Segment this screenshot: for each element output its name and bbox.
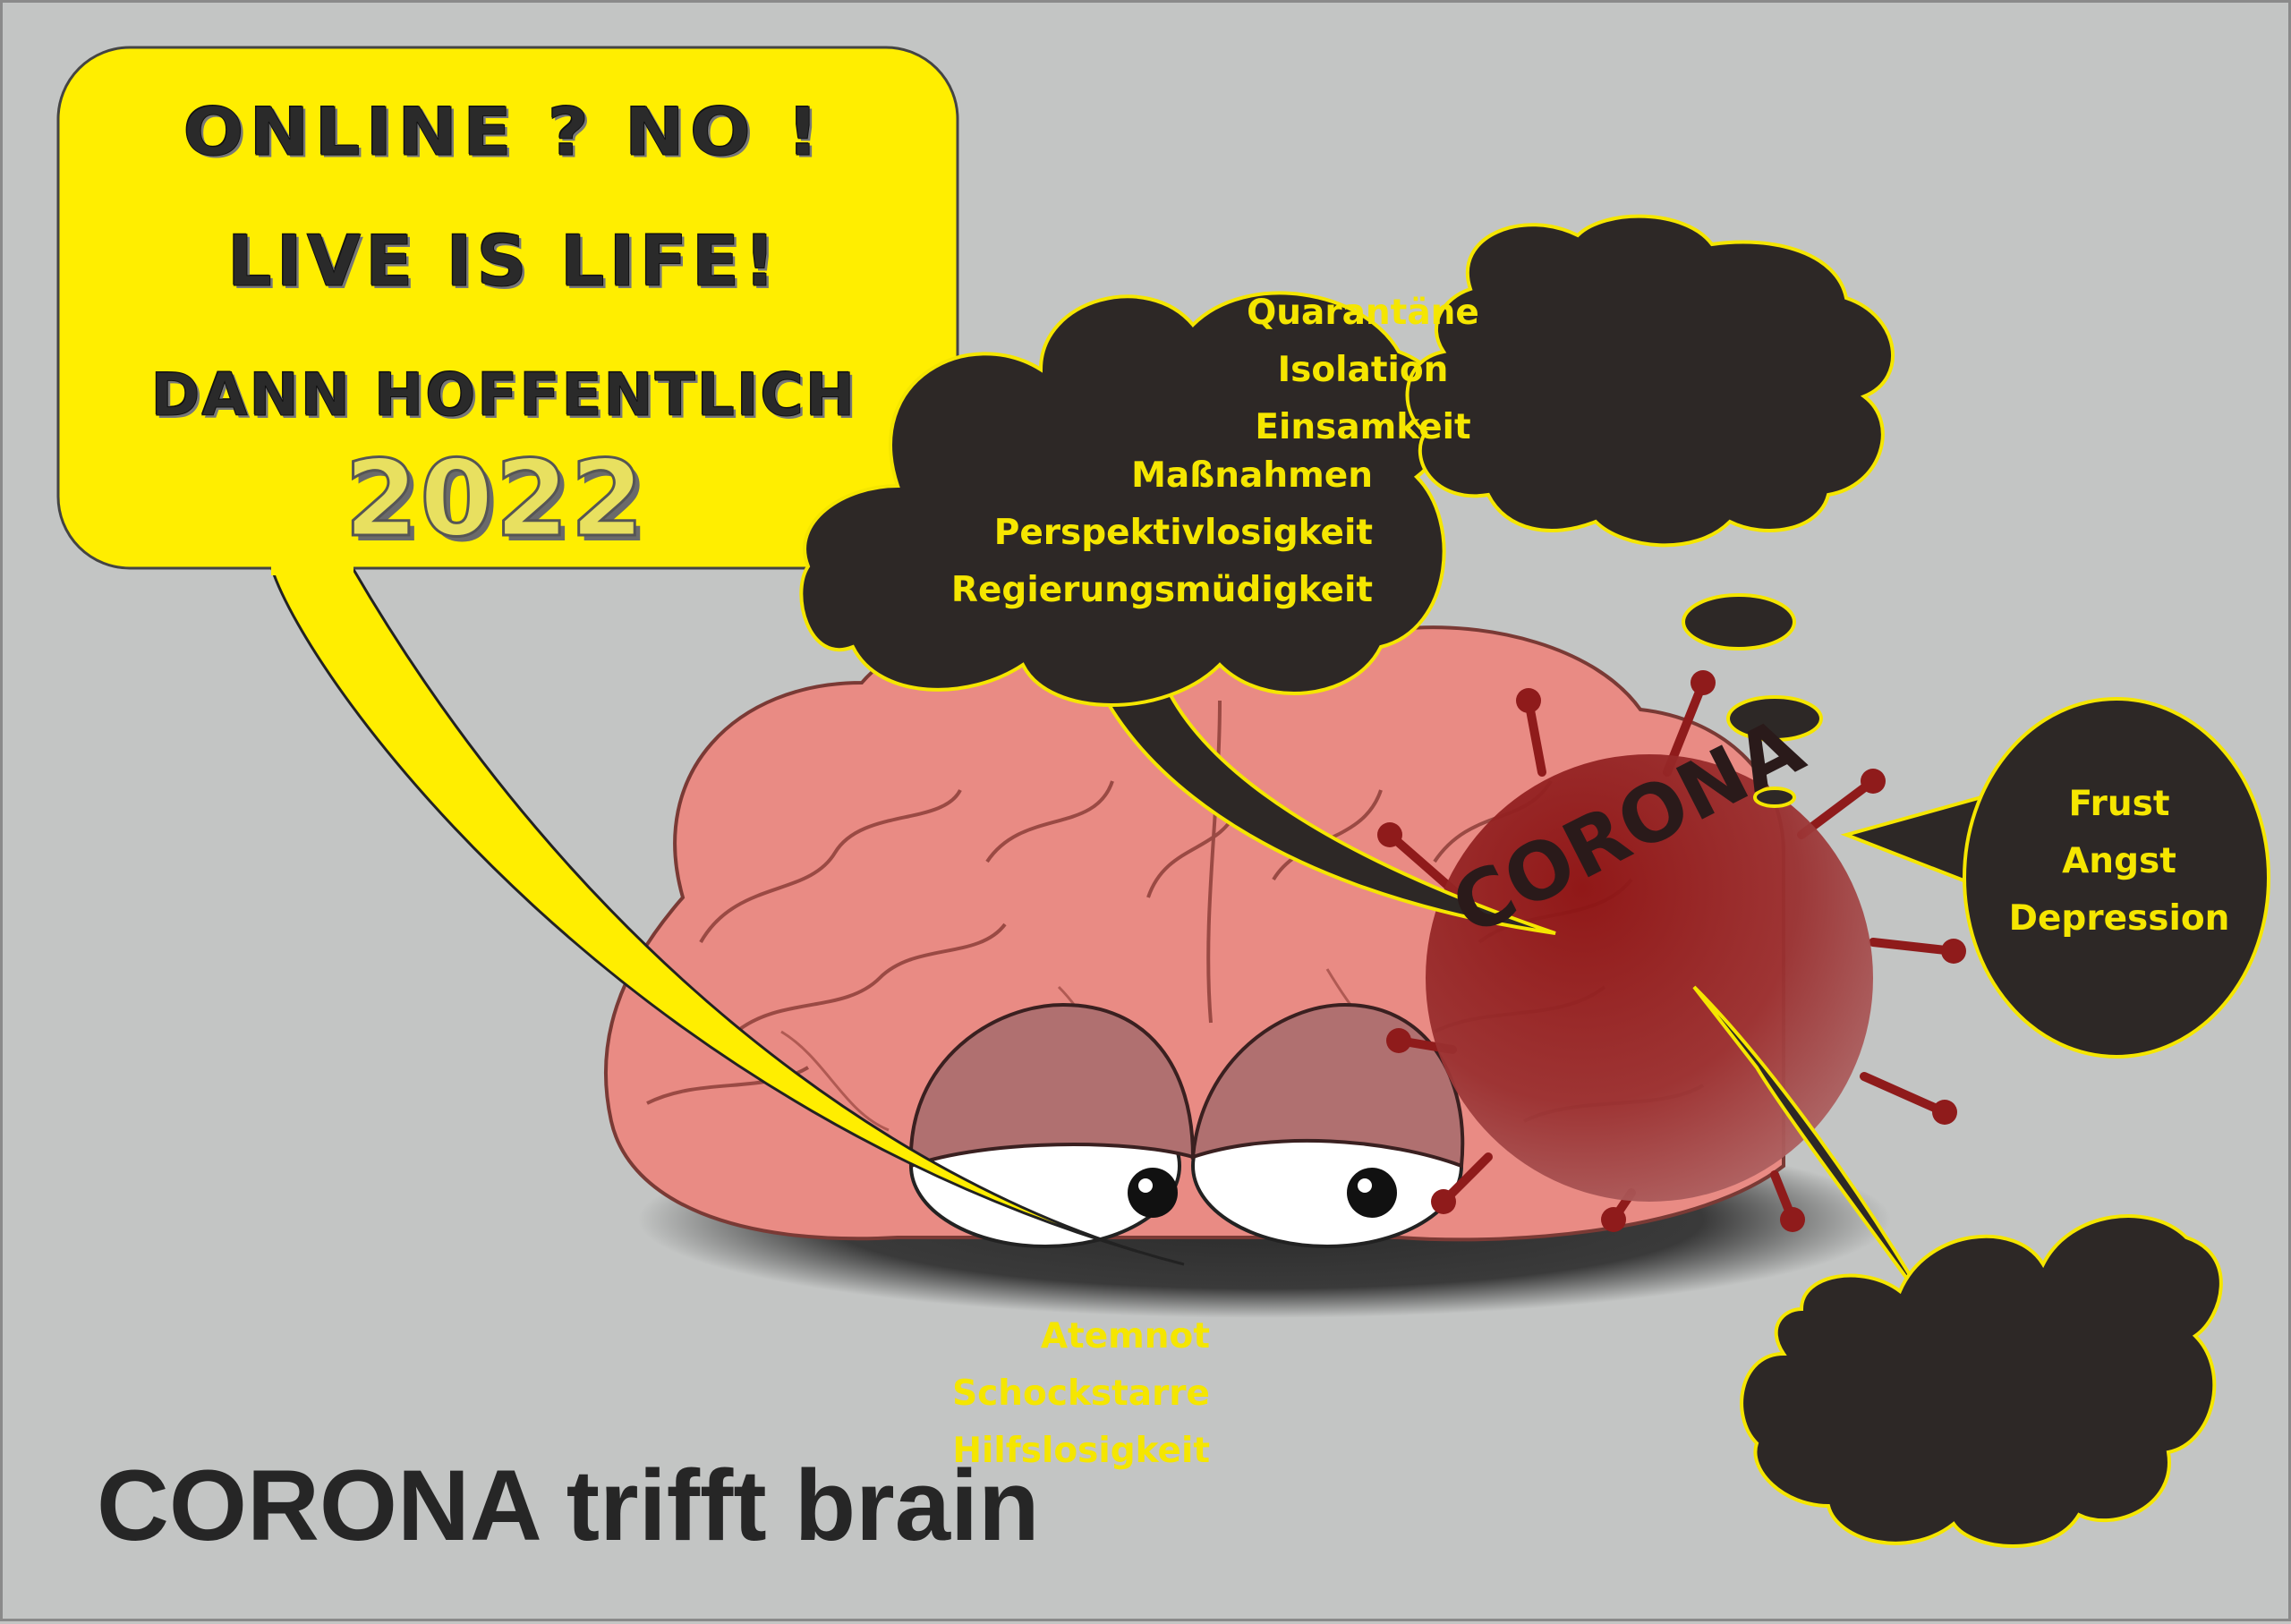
slogan-line-1: ONLINE ? NO ! — [183, 93, 825, 171]
thought-item: Maßnahmen — [1131, 455, 1373, 496]
thought-item: Hilfslosigkeit — [952, 1431, 1210, 1471]
slogan-line-2: LIVE IS LIFE! — [227, 222, 780, 303]
virus-body — [1426, 754, 1873, 1202]
thought-item: Atemnot — [1040, 1316, 1210, 1356]
thought-bubble-right — [1840, 697, 2270, 1059]
thought-item: Quarantäne — [1247, 293, 1479, 333]
slogan-line-3: DANN HOFFENTLICH — [150, 361, 857, 430]
thought-item: Einsamkeit — [1255, 407, 1471, 447]
thought-item: Frust — [2068, 784, 2170, 824]
thought-item: Regierungsmüdigkeit — [950, 570, 1373, 610]
thought-item: Angst — [2062, 841, 2176, 881]
thought-item: Schockstarre — [952, 1373, 1210, 1414]
thought-cloud-top — [1405, 214, 1895, 548]
thought-trail — [1682, 593, 1823, 808]
thought-item: Isolation — [1277, 350, 1449, 390]
illustration — [56, 46, 2270, 1548]
speech-bubble — [56, 46, 1185, 1266]
thought-cloud-bottom — [1692, 985, 2223, 1548]
thoughts-left-text: Maßnahmen Perspektivlosigkeit Regierungs… — [951, 447, 1373, 619]
thoughts-bottom-text: Atemnot Schockstarre Hilfslosigkeit — [952, 1308, 1210, 1480]
thought-item: Perspektivlosigkeit — [993, 513, 1373, 553]
thought-item: Depression — [2008, 898, 2230, 939]
poster-caption: CORONA trifft brain — [97, 1450, 1040, 1561]
thought-cloud-left — [799, 291, 1556, 935]
thoughts-right-text: Frust Angst Depression — [1940, 776, 2291, 948]
thoughts-top-text: Quarantäne Isolation Einsamkeit — [1023, 285, 1703, 456]
virus-spike-tips — [1377, 670, 1966, 1232]
slogan-year: 2022 — [343, 436, 646, 562]
